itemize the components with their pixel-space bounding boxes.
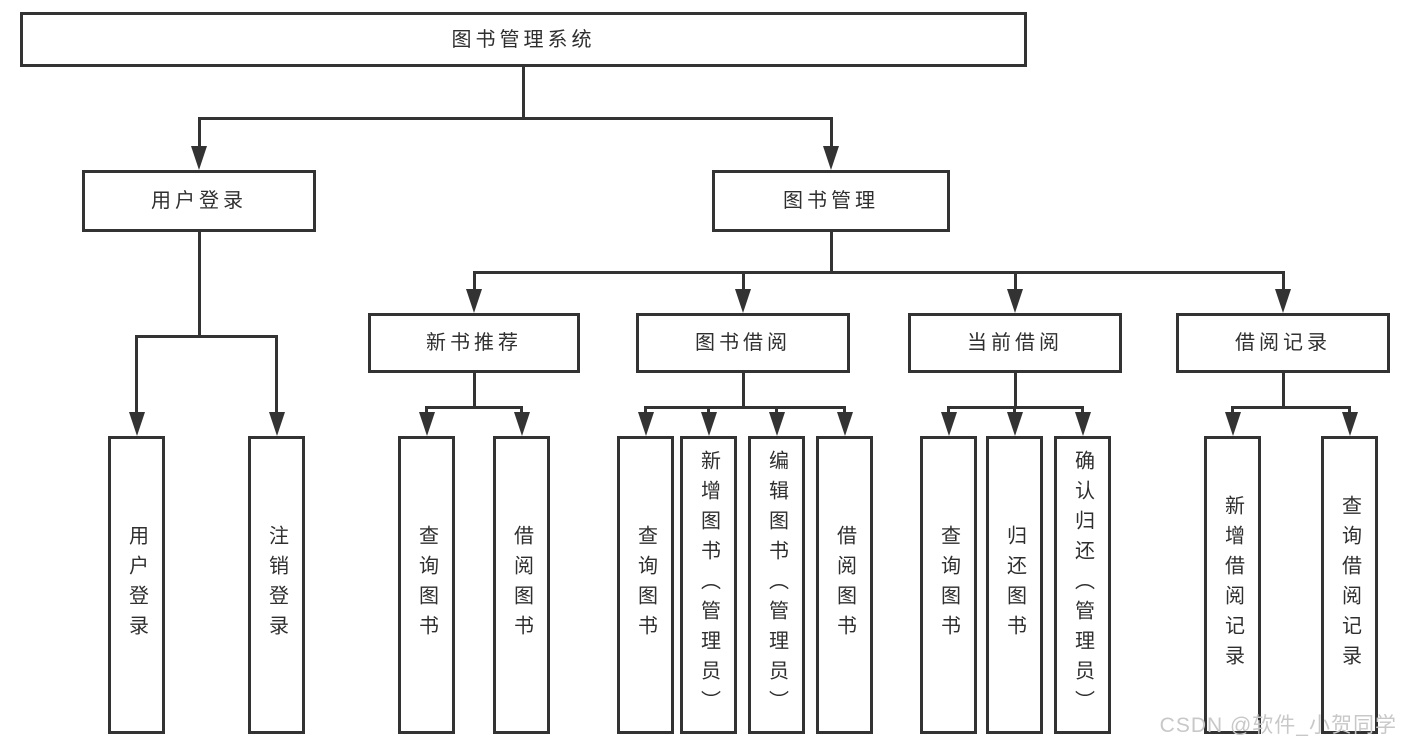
edge-user-login-drop <box>197 232 201 336</box>
edge-book-borrow-drop <box>741 272 745 291</box>
arrow-down-icon <box>836 412 853 436</box>
arrow-down-icon <box>128 412 145 436</box>
arrow-down-icon <box>1006 412 1023 436</box>
edge-confirm-return-admin-drop <box>1081 407 1084 414</box>
edge-new-book-rec-drop <box>472 272 476 291</box>
node-borrow-records: 借阅记录 <box>1176 313 1390 373</box>
node-label-book-borrow: 图书借阅 <box>695 332 791 354</box>
arrow-down-icon <box>768 412 785 436</box>
edge-book-mgmt-drop <box>829 118 833 148</box>
arrow-down-icon <box>823 146 839 170</box>
edge-query-borrow-record-drop <box>1348 407 1351 414</box>
edge-root-split <box>197 116 833 120</box>
edge-borrow-records-split <box>1231 405 1351 409</box>
edge-book-mgmt-split <box>472 270 1285 274</box>
edge-add-borrow-record-drop <box>1231 407 1234 414</box>
node-label-edit-books-admin: 编辑图书（管理员） <box>765 450 788 720</box>
edge-book-borrow-split <box>644 405 846 409</box>
node-add-borrow-record: 新增借阅记录 <box>1204 436 1261 734</box>
node-logout-leaf: 注销登录 <box>248 436 305 734</box>
node-user-login: 用户登录 <box>82 170 316 232</box>
arrow-down-icon <box>418 412 435 436</box>
node-label-query-books-borrow: 查询图书 <box>634 525 657 645</box>
node-label-root: 图书管理系统 <box>451 28 596 51</box>
edge-book-borrow-drop <box>741 373 745 407</box>
node-user-login-leaf: 用户登录 <box>108 436 165 734</box>
node-label-confirm-return-admin: 确认归还（管理员） <box>1071 450 1094 720</box>
edge-current-borrow-drop <box>1013 272 1017 291</box>
node-label-borrow-books-rec: 借阅图书 <box>510 525 533 645</box>
edge-user-login-drop <box>197 118 201 148</box>
node-label-borrow-records: 借阅记录 <box>1235 332 1331 354</box>
edge-borrow-books-borrow-drop <box>843 407 846 414</box>
node-add-books-admin: 新增图书（管理员） <box>680 436 737 734</box>
edge-user-login-leaf-drop <box>135 336 138 414</box>
node-label-query-books-current: 查询图书 <box>937 525 960 645</box>
edge-logout-leaf-drop <box>275 336 278 414</box>
node-root: 图书管理系统 <box>20 12 1027 67</box>
arrow-down-icon <box>268 412 285 436</box>
node-borrow-books-borrow: 借阅图书 <box>816 436 873 734</box>
arrow-down-icon <box>466 289 482 313</box>
arrow-down-icon <box>513 412 530 436</box>
edge-query-books-borrow-drop <box>644 407 647 414</box>
node-label-logout-leaf: 注销登录 <box>265 525 288 645</box>
node-label-new-book-rec: 新书推荐 <box>426 332 522 354</box>
arrow-down-icon <box>940 412 957 436</box>
node-book-mgmt: 图书管理 <box>712 170 950 232</box>
arrow-down-icon <box>1341 412 1358 436</box>
node-label-user-login-leaf: 用户登录 <box>125 525 148 645</box>
edge-new-book-rec-drop <box>472 373 476 407</box>
arrow-down-icon <box>700 412 717 436</box>
arrow-down-icon <box>191 146 207 170</box>
node-current-borrow: 当前借阅 <box>908 313 1122 373</box>
node-edit-books-admin: 编辑图书（管理员） <box>748 436 805 734</box>
node-query-books-current: 查询图书 <box>920 436 977 734</box>
node-label-query-borrow-record: 查询借阅记录 <box>1338 495 1361 675</box>
arrow-down-icon <box>1074 412 1091 436</box>
node-label-add-borrow-record: 新增借阅记录 <box>1221 495 1244 675</box>
node-label-add-books-admin: 新增图书（管理员） <box>697 450 720 720</box>
arrow-down-icon <box>1224 412 1241 436</box>
node-confirm-return-admin: 确认归还（管理员） <box>1054 436 1111 734</box>
arrow-down-icon <box>1007 289 1023 313</box>
arrow-down-icon <box>1275 289 1291 313</box>
arrow-down-icon <box>735 289 751 313</box>
edge-user-login-split <box>135 334 278 338</box>
node-query-books-borrow: 查询图书 <box>617 436 674 734</box>
node-borrow-books-rec: 借阅图书 <box>493 436 550 734</box>
node-new-book-rec: 新书推荐 <box>368 313 580 373</box>
node-label-borrow-books-borrow: 借阅图书 <box>833 525 856 645</box>
node-label-user-login: 用户登录 <box>151 190 247 212</box>
node-label-return-books: 归还图书 <box>1003 525 1026 645</box>
edge-return-books-drop <box>1013 407 1016 414</box>
edge-query-books-current-drop <box>947 407 950 414</box>
edge-borrow-records-drop <box>1281 272 1285 291</box>
node-label-current-borrow: 当前借阅 <box>967 332 1063 354</box>
node-label-query-books-rec: 查询图书 <box>415 525 438 645</box>
node-query-books-rec: 查询图书 <box>398 436 455 734</box>
node-return-books: 归还图书 <box>986 436 1043 734</box>
node-book-borrow: 图书借阅 <box>636 313 850 373</box>
arrow-down-icon <box>637 412 654 436</box>
edge-new-book-rec-split <box>425 405 523 409</box>
node-label-book-mgmt: 图书管理 <box>783 190 879 212</box>
edge-edit-books-admin-drop <box>775 407 778 414</box>
edge-root-drop <box>522 67 525 118</box>
edge-borrow-records-drop <box>1281 373 1285 407</box>
edge-borrow-books-rec-drop <box>520 407 523 414</box>
edge-book-mgmt-drop <box>829 232 833 272</box>
edge-add-books-admin-drop <box>707 407 710 414</box>
node-query-borrow-record: 查询借阅记录 <box>1321 436 1378 734</box>
edge-query-books-rec-drop <box>425 407 428 414</box>
edge-current-borrow-drop <box>1013 373 1017 407</box>
